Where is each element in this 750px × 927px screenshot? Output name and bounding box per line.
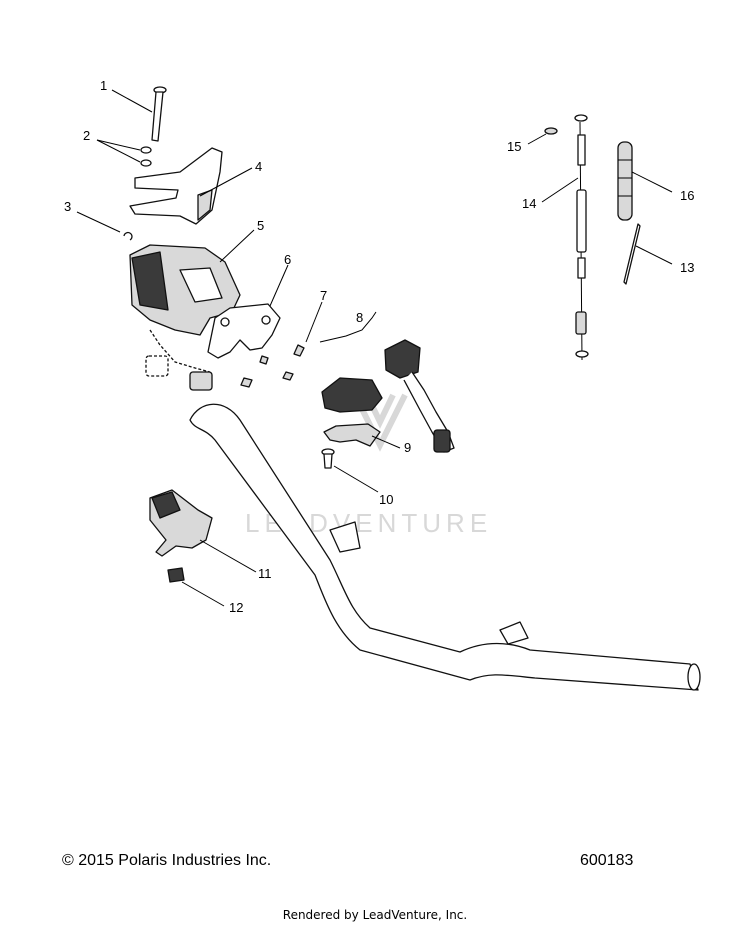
part-6-clamp-plate	[207, 303, 281, 359]
part-3-clip	[123, 231, 133, 241]
callout-labels: 1 2 3 4 5 6 7 8 9 10 11 12 13 14 15 16	[64, 78, 694, 615]
part-14-throttle-cable	[574, 114, 589, 361]
callout-2: 2	[83, 128, 90, 143]
part-12-set-screw	[167, 567, 185, 583]
part-10-screw	[321, 448, 335, 469]
part-8-switch-assembly	[319, 311, 455, 453]
callout-8: 8	[356, 310, 363, 325]
callout-14: 14	[522, 196, 536, 211]
callout-10: 10	[379, 492, 393, 507]
part-4-yoke-bracket	[129, 147, 223, 225]
callout-11: 11	[258, 566, 272, 581]
callout-6: 6	[284, 252, 291, 267]
callout-12: 12	[229, 600, 243, 615]
callout-5: 5	[257, 218, 264, 233]
callout-15: 15	[507, 139, 521, 154]
part-11-throttle-housing	[149, 489, 213, 557]
part-7-screws	[240, 344, 305, 388]
callout-9: 9	[404, 440, 411, 455]
callout-4: 4	[255, 159, 262, 174]
callout-3: 3	[64, 199, 71, 214]
callout-16: 16	[680, 188, 694, 203]
part-16-sleeve	[617, 141, 633, 221]
leader-lines	[76, 89, 673, 607]
handlebar	[189, 403, 701, 691]
part-9-clamp	[323, 423, 381, 447]
part-5-switch-housing	[129, 244, 241, 391]
callout-7: 7	[320, 288, 327, 303]
part-13-rod	[623, 223, 641, 285]
callout-13: 13	[680, 260, 694, 275]
part-1-pin	[151, 86, 167, 142]
figure-number: 600183	[580, 852, 634, 869]
part-2-washers	[140, 146, 152, 167]
callout-1: 1	[100, 78, 107, 93]
part-15-clip	[544, 127, 558, 135]
copyright-notice: © 2015 Polaris Industries Inc.	[62, 852, 272, 869]
rendered-by-credit: Rendered by LeadVenture, Inc.	[282, 908, 468, 922]
